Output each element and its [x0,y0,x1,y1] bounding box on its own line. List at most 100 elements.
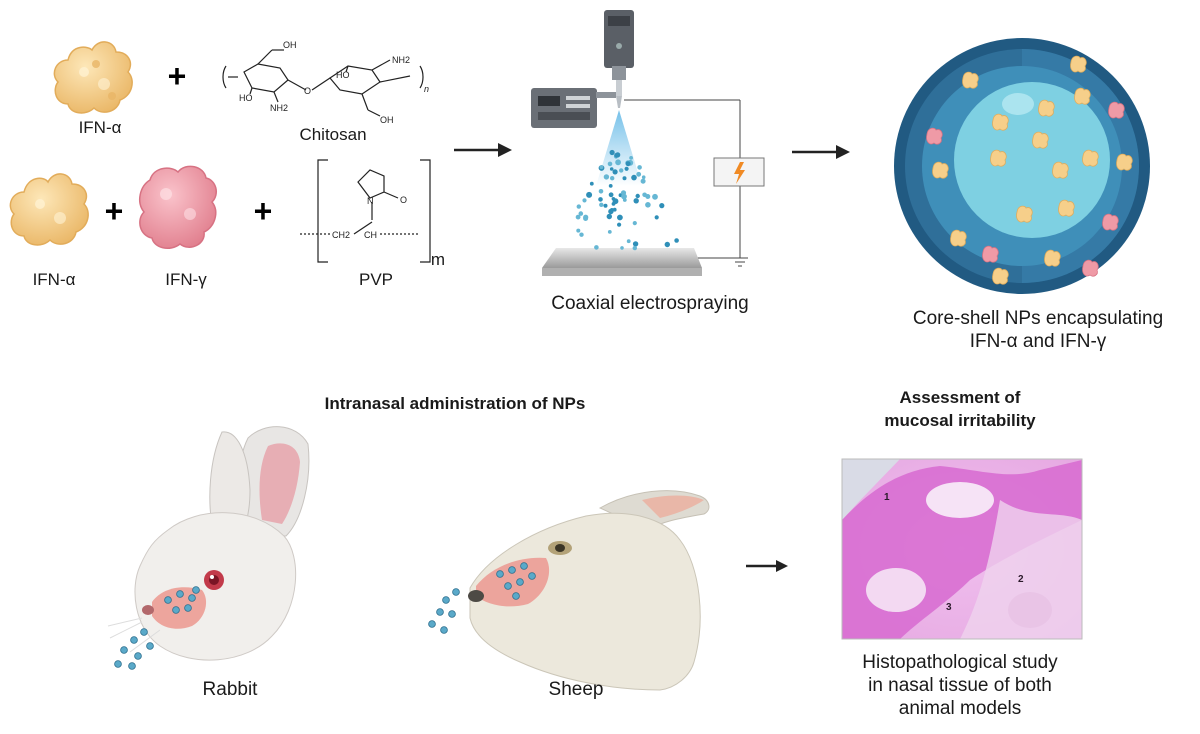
nanoparticle-dot [134,652,142,660]
pvp-label: PVP [358,270,394,289]
ifn-alpha-protein-1 [53,41,133,114]
spray-droplet [631,174,637,181]
spray-droplet [608,208,614,215]
result-line-1: Core-shell NPs encapsulating [912,308,1164,329]
nanoparticle-dot [508,566,516,574]
ifn-alpha-particle [1032,131,1049,149]
ifn-alpha-particle [1052,161,1069,179]
spray-droplet [612,207,617,212]
ifn-alpha-particle [950,229,967,247]
spray-droplet [599,165,604,170]
spray-droplet [579,232,584,237]
arrow-to-histology [746,560,788,572]
spray-droplet [609,167,614,171]
chem-label: O [400,195,407,205]
sheep-illustration [468,490,710,691]
ifn-alpha-particle [992,113,1009,131]
pvp-subscript: m [430,250,446,269]
spray-droplet [637,165,642,170]
nanoparticle-dot [436,608,444,616]
spray-droplet [608,184,613,188]
ifn-gamma-protein [138,165,217,250]
spray-droplet [576,204,581,209]
chem-label: O [304,86,311,96]
spray-droplet [617,222,622,227]
spray-droplet [576,228,581,233]
chem-label: HO [336,70,350,80]
ifn-alpha-label-2: IFN-α [32,270,76,289]
nanoparticle-dot [164,596,172,604]
spray-droplet [664,241,670,248]
nanoparticle-dot [184,604,192,612]
core-shell-nanoparticle [894,38,1150,294]
ifn-gamma-particle [1108,101,1125,119]
ifn-gamma-label: IFN-γ [165,270,207,289]
spray-droplet [636,171,642,177]
ifn-gamma-particle [1082,259,1099,277]
ifn-alpha-particle [990,149,1007,167]
spray-droplet [619,168,624,173]
ifn-alpha-label: IFN-α [78,118,122,137]
chem-label: CH [364,230,377,240]
nanoparticle-dot [146,642,154,650]
spray-droplet [606,213,612,220]
encapsulated-proteins [926,55,1133,285]
nanoparticle-dot [172,606,180,614]
nanoparticle-dot [114,660,122,668]
ifn-alpha-particle [1058,199,1075,217]
spray-droplet [603,203,608,208]
caption-line-3: animal models [898,698,1022,719]
chem-label: OH [283,40,297,50]
nanoparticle-dot [440,626,448,634]
spray-droplet [578,211,584,216]
nanoparticle-dot [452,588,460,596]
nanoparticle-dot [192,586,200,594]
spray-droplet [607,161,613,167]
nanoparticle-dot [428,620,436,628]
histology-micrograph [842,459,1082,639]
spray-droplet [622,176,627,181]
nasal-nanoparticle-dots [114,562,536,670]
spray-droplet [632,245,637,251]
spray-droplet [640,178,646,184]
spray-droplet [583,214,589,220]
spray-droplet [626,239,631,244]
ifn-gamma-particle [1102,213,1119,231]
spray-droplet [624,166,629,171]
ifn-alpha-particle [1074,87,1091,105]
result-line-2: IFN-α and IFN-γ [969,331,1107,352]
chem-label: NH2 [392,55,410,65]
spray-droplet [652,193,658,200]
chem-label: HO [239,93,253,103]
arrow-to-electrospraying [454,143,512,157]
ifn-alpha-particle [1070,55,1087,73]
ifn-gamma-particle [926,127,943,145]
chem-label: OH [380,115,394,125]
nanoparticle-dot [520,562,528,570]
spray-droplet [607,230,612,234]
spray-droplet [615,159,621,166]
micro-label: 3 [946,602,952,613]
spray-droplet [608,192,614,198]
nanoparticle-dot [128,662,136,670]
spray-droplet [582,198,587,203]
micro-label: 2 [1018,574,1024,585]
rabbit-label: Rabbit [202,679,258,700]
spray-droplet [598,197,603,202]
spray-droplet [598,189,604,194]
caption-line-1: Histopathological study [862,652,1058,673]
electrospray-apparatus [531,10,765,276]
chitosan-label: Chitosan [299,125,367,144]
sheep-label: Sheep [548,679,604,700]
ifn-alpha-particle [932,161,949,179]
spray-droplet [645,202,651,208]
pvp-structure [300,159,431,263]
spray-droplet [575,214,581,220]
ifn-gamma-particle [982,245,999,263]
nanoparticle-dot [528,572,536,580]
spray-droplets [575,149,679,251]
ifn-alpha-particle [962,71,979,89]
ifn-alpha-particle [1044,249,1061,267]
spray-droplet [654,215,659,220]
nanoparticle-dot [448,610,456,618]
